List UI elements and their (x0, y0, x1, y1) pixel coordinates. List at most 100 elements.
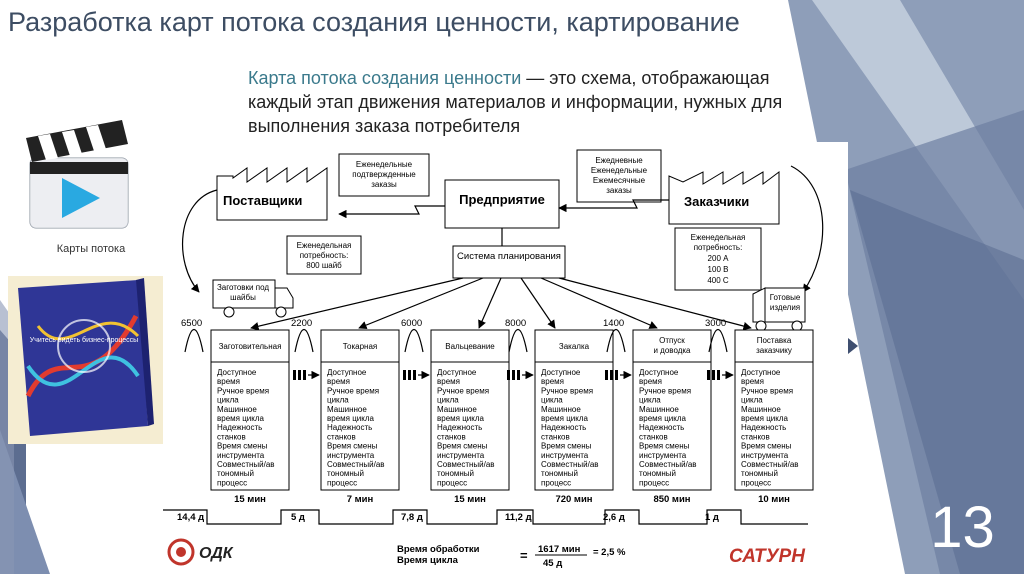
svg-text:Еженедельная: Еженедельная (297, 241, 352, 250)
push-arrow-icon (403, 370, 416, 380)
stage-time: 10 мин (758, 494, 790, 505)
stage-param: цикла (437, 396, 459, 405)
lead-time: 5 д (291, 512, 305, 523)
stage-param: тономный (741, 469, 778, 478)
stage-params-box (320, 361, 400, 491)
stage-name: Закалка (559, 342, 590, 351)
stage-param: время (327, 377, 350, 386)
lead-time: 2,6 д (603, 512, 625, 523)
stage-param: тономный (217, 469, 254, 478)
stage-param: Совместный/ав (327, 460, 385, 469)
stage-param: станков (541, 432, 570, 441)
stage-name: Поставка (757, 336, 792, 345)
customers-label: Заказчики (684, 194, 749, 209)
stage-params-box (734, 361, 814, 491)
timeline-line (163, 509, 808, 525)
stage-param: Надежность (639, 423, 684, 432)
stage-param: время (741, 377, 764, 386)
svg-text:Система планирования: Система планирования (457, 251, 561, 262)
summary-numerator: 1617 мин (538, 544, 581, 555)
stage-param: Машинное (639, 405, 679, 414)
inventory-triangle-icon (708, 329, 728, 353)
stage-param: Время смены (741, 442, 792, 451)
stage-param: тономный (639, 469, 676, 478)
stage-param: время цикла (541, 414, 589, 423)
svg-text:потребность:: потребность: (300, 251, 349, 260)
stage-name: Вальцевание (445, 342, 495, 351)
lead-time: 7,8 д (401, 512, 423, 523)
svg-text:100 В: 100 В (708, 265, 729, 274)
stage-param: инструмента (327, 451, 375, 460)
customer-factory: Заказчики (668, 171, 780, 225)
stage-param: Совместный/ав (639, 460, 697, 469)
stage-param: Машинное (741, 405, 781, 414)
svg-text:400 С: 400 С (707, 276, 729, 285)
stage-inventory: 6000 (401, 318, 422, 329)
stage-param: Доступное (541, 368, 581, 377)
intro-term: Карта потока создания ценности (248, 68, 522, 88)
stage-name: Токарная (343, 342, 377, 351)
inventory-triangle-icon (294, 329, 314, 353)
summary-denominator: 45 д (543, 558, 562, 569)
supplier-factory: Поставщики (216, 167, 328, 221)
stage-param: время цикла (639, 414, 687, 423)
stage-param: цикла (217, 396, 239, 405)
value-stream-map: Поставщики Предприятие Заказчики Еженеде… (163, 142, 848, 574)
orders-frequency-note: Ежедневные Еженедельные Ежемесячные зака… (576, 149, 662, 203)
stage-param: станков (217, 432, 246, 441)
video-clapper-icon[interactable] (22, 118, 137, 233)
stage-param: Доступное (327, 368, 367, 377)
stage-param: инструмента (541, 451, 589, 460)
slide-number: 13 (930, 495, 995, 560)
stage-param: Надежность (327, 423, 372, 432)
inventory-triangle-icon (404, 329, 424, 353)
supplier-label: Поставщики (223, 193, 302, 208)
stage-param: Время смены (217, 442, 268, 451)
push-arrow-icon (605, 370, 618, 380)
stage-param: Машинное (541, 405, 581, 414)
stage-param: Машинное (437, 405, 477, 414)
stage-param: станков (639, 432, 668, 441)
stage-param: Надежность (217, 423, 262, 432)
stage-box (734, 329, 814, 363)
summary-label-cycle: Время цикла (397, 555, 459, 566)
stage-param: Доступное (639, 368, 679, 377)
stage-param: Ручное время (437, 386, 489, 395)
stage-params-box (632, 361, 712, 491)
bottom-summary: ОДК Время обработки Время цикла = 1617 м… (167, 538, 806, 569)
push-arrow-icon (707, 370, 720, 380)
stage-param: Совместный/ав (541, 460, 599, 469)
stage-param: процесс (437, 478, 467, 487)
stage-param: тономный (327, 469, 364, 478)
stage-param: время (437, 377, 460, 386)
svg-text:200 А: 200 А (708, 254, 730, 263)
svg-text:Еженедельные: Еженедельные (356, 160, 413, 169)
svg-text:Еженедельная: Еженедельная (691, 233, 746, 242)
stage-param: время цикла (437, 414, 485, 423)
intro-text: Карта потока создания ценности — это схе… (248, 66, 838, 138)
svg-text:Ежедневные: Ежедневные (595, 156, 643, 165)
stage-param: Совместный/ав (741, 460, 799, 469)
planning-system-box: Система планирования (452, 245, 566, 279)
svg-text:заказы: заказы (606, 186, 632, 195)
stage-param: цикла (639, 396, 661, 405)
stage-inventory: 2200 (291, 318, 312, 329)
stage-box (320, 329, 400, 363)
svg-text:Ежемесячные: Ежемесячные (593, 176, 646, 185)
stage-param: инструмента (639, 451, 687, 460)
stage-time: 15 мин (454, 494, 486, 505)
finished-goods-truck: Готовые изделия (752, 287, 806, 332)
stage-param: время (541, 377, 564, 386)
stage-param: цикла (541, 396, 563, 405)
lead-time: 1 д (705, 512, 719, 523)
blanks-truck: Заготовки под шайбы (212, 279, 294, 318)
stage-time: 720 мин (555, 494, 592, 505)
stage-name: Отпуск (659, 336, 685, 345)
stage-param: время цикла (327, 414, 375, 423)
book-title: Учитесь видеть бизнес-процессы (30, 336, 138, 344)
stage-param: Ручное время (639, 386, 691, 395)
svg-text:Заготовки под: Заготовки под (217, 283, 269, 292)
